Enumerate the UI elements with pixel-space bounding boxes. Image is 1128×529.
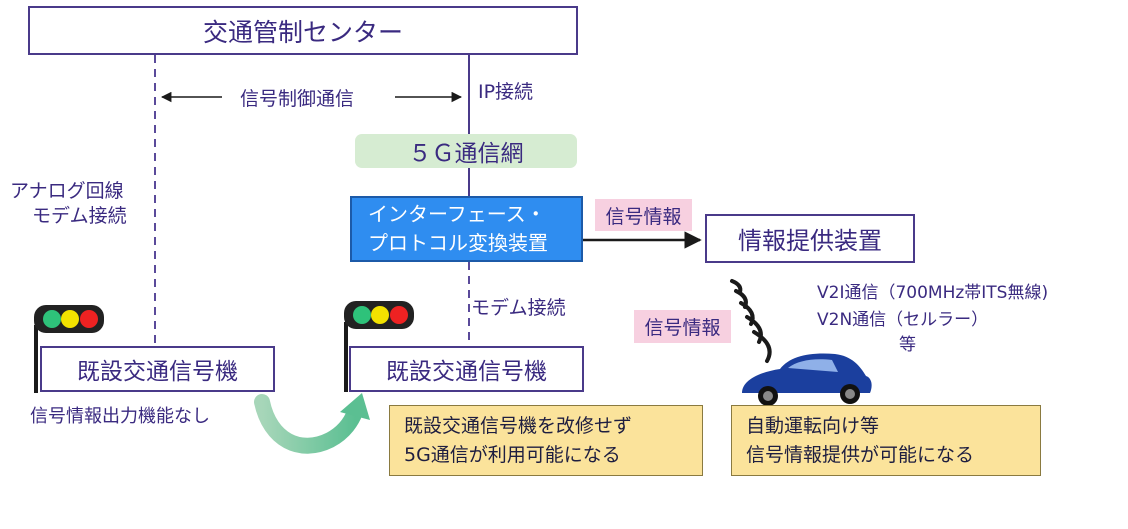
car-icon xyxy=(742,353,872,406)
converter-label-line1: インターフェース・ xyxy=(368,202,546,226)
modem-connection-label-right: モデム接続 xyxy=(471,297,566,319)
signal-control-comm-label: 信号制御通信 xyxy=(240,88,355,110)
existing-signal-box-right: 既設交通信号機 xyxy=(349,346,584,392)
signal-info-tag-bottom: 信号情報 xyxy=(634,310,731,343)
traffic-control-center-box: 交通管制センター xyxy=(28,6,578,55)
signal-info-tag-top-label: 信号情報 xyxy=(605,205,682,228)
autonomous-note-line1: 自動運転向け等 xyxy=(746,414,880,437)
existing-signal-box-left: 既設交通信号機 xyxy=(40,346,275,392)
signal-info-tag-top: 信号情報 xyxy=(595,199,692,231)
existing-signal-label-right: 既設交通信号機 xyxy=(386,359,547,385)
traffic-control-center-label: 交通管制センター xyxy=(202,17,403,47)
retrofit-note-box: 既設交通信号機を改修せず 5G通信が利用可能になる xyxy=(389,405,703,476)
left-traffic-light-icon xyxy=(34,305,104,333)
5g-network-box: ５Ｇ通信網 xyxy=(355,134,577,168)
analog-line-label: アナログ回線 xyxy=(10,180,124,202)
no-signal-output-note: 信号情報出力機能なし xyxy=(30,406,210,427)
right-traffic-light-icon xyxy=(344,301,414,329)
retrofit-note-line1: 既設交通信号機を改修せず xyxy=(404,414,633,437)
modem-connection-label-left: モデム接続 xyxy=(32,205,127,227)
signal-info-tag-bottom-label: 信号情報 xyxy=(644,317,721,339)
autonomous-note-box: 自動運転向け等 信号情報提供が可能になる xyxy=(731,405,1041,476)
5g-network-label: ５Ｇ通信網 xyxy=(408,141,524,167)
info-provision-device-box: 情報提供装置 xyxy=(705,214,915,263)
autonomous-note-line2: 信号情報提供が可能になる xyxy=(746,443,975,466)
info-provision-device-label: 情報提供装置 xyxy=(738,227,882,255)
ip-connection-label: IP接続 xyxy=(478,81,534,103)
retrofit-note-line2: 5G通信が利用可能になる xyxy=(404,443,621,466)
protocol-converter-box: インターフェース・ プロトコル変換装置 xyxy=(350,196,583,262)
existing-signal-label-left: 既設交通信号機 xyxy=(77,359,238,385)
right-signal-pole xyxy=(344,322,348,392)
wireless-signal-icon xyxy=(730,279,772,363)
retrofit-curve-arrow-icon xyxy=(254,393,370,454)
etc-label: 等 xyxy=(899,335,916,355)
left-signal-pole xyxy=(34,325,38,393)
converter-label-line2: プロトコル変換装置 xyxy=(368,231,548,255)
v2i-label: V2I通信（700MHz帯ITS無線) xyxy=(817,283,1049,303)
v2n-label: V2N通信（セルラー） xyxy=(817,310,989,330)
